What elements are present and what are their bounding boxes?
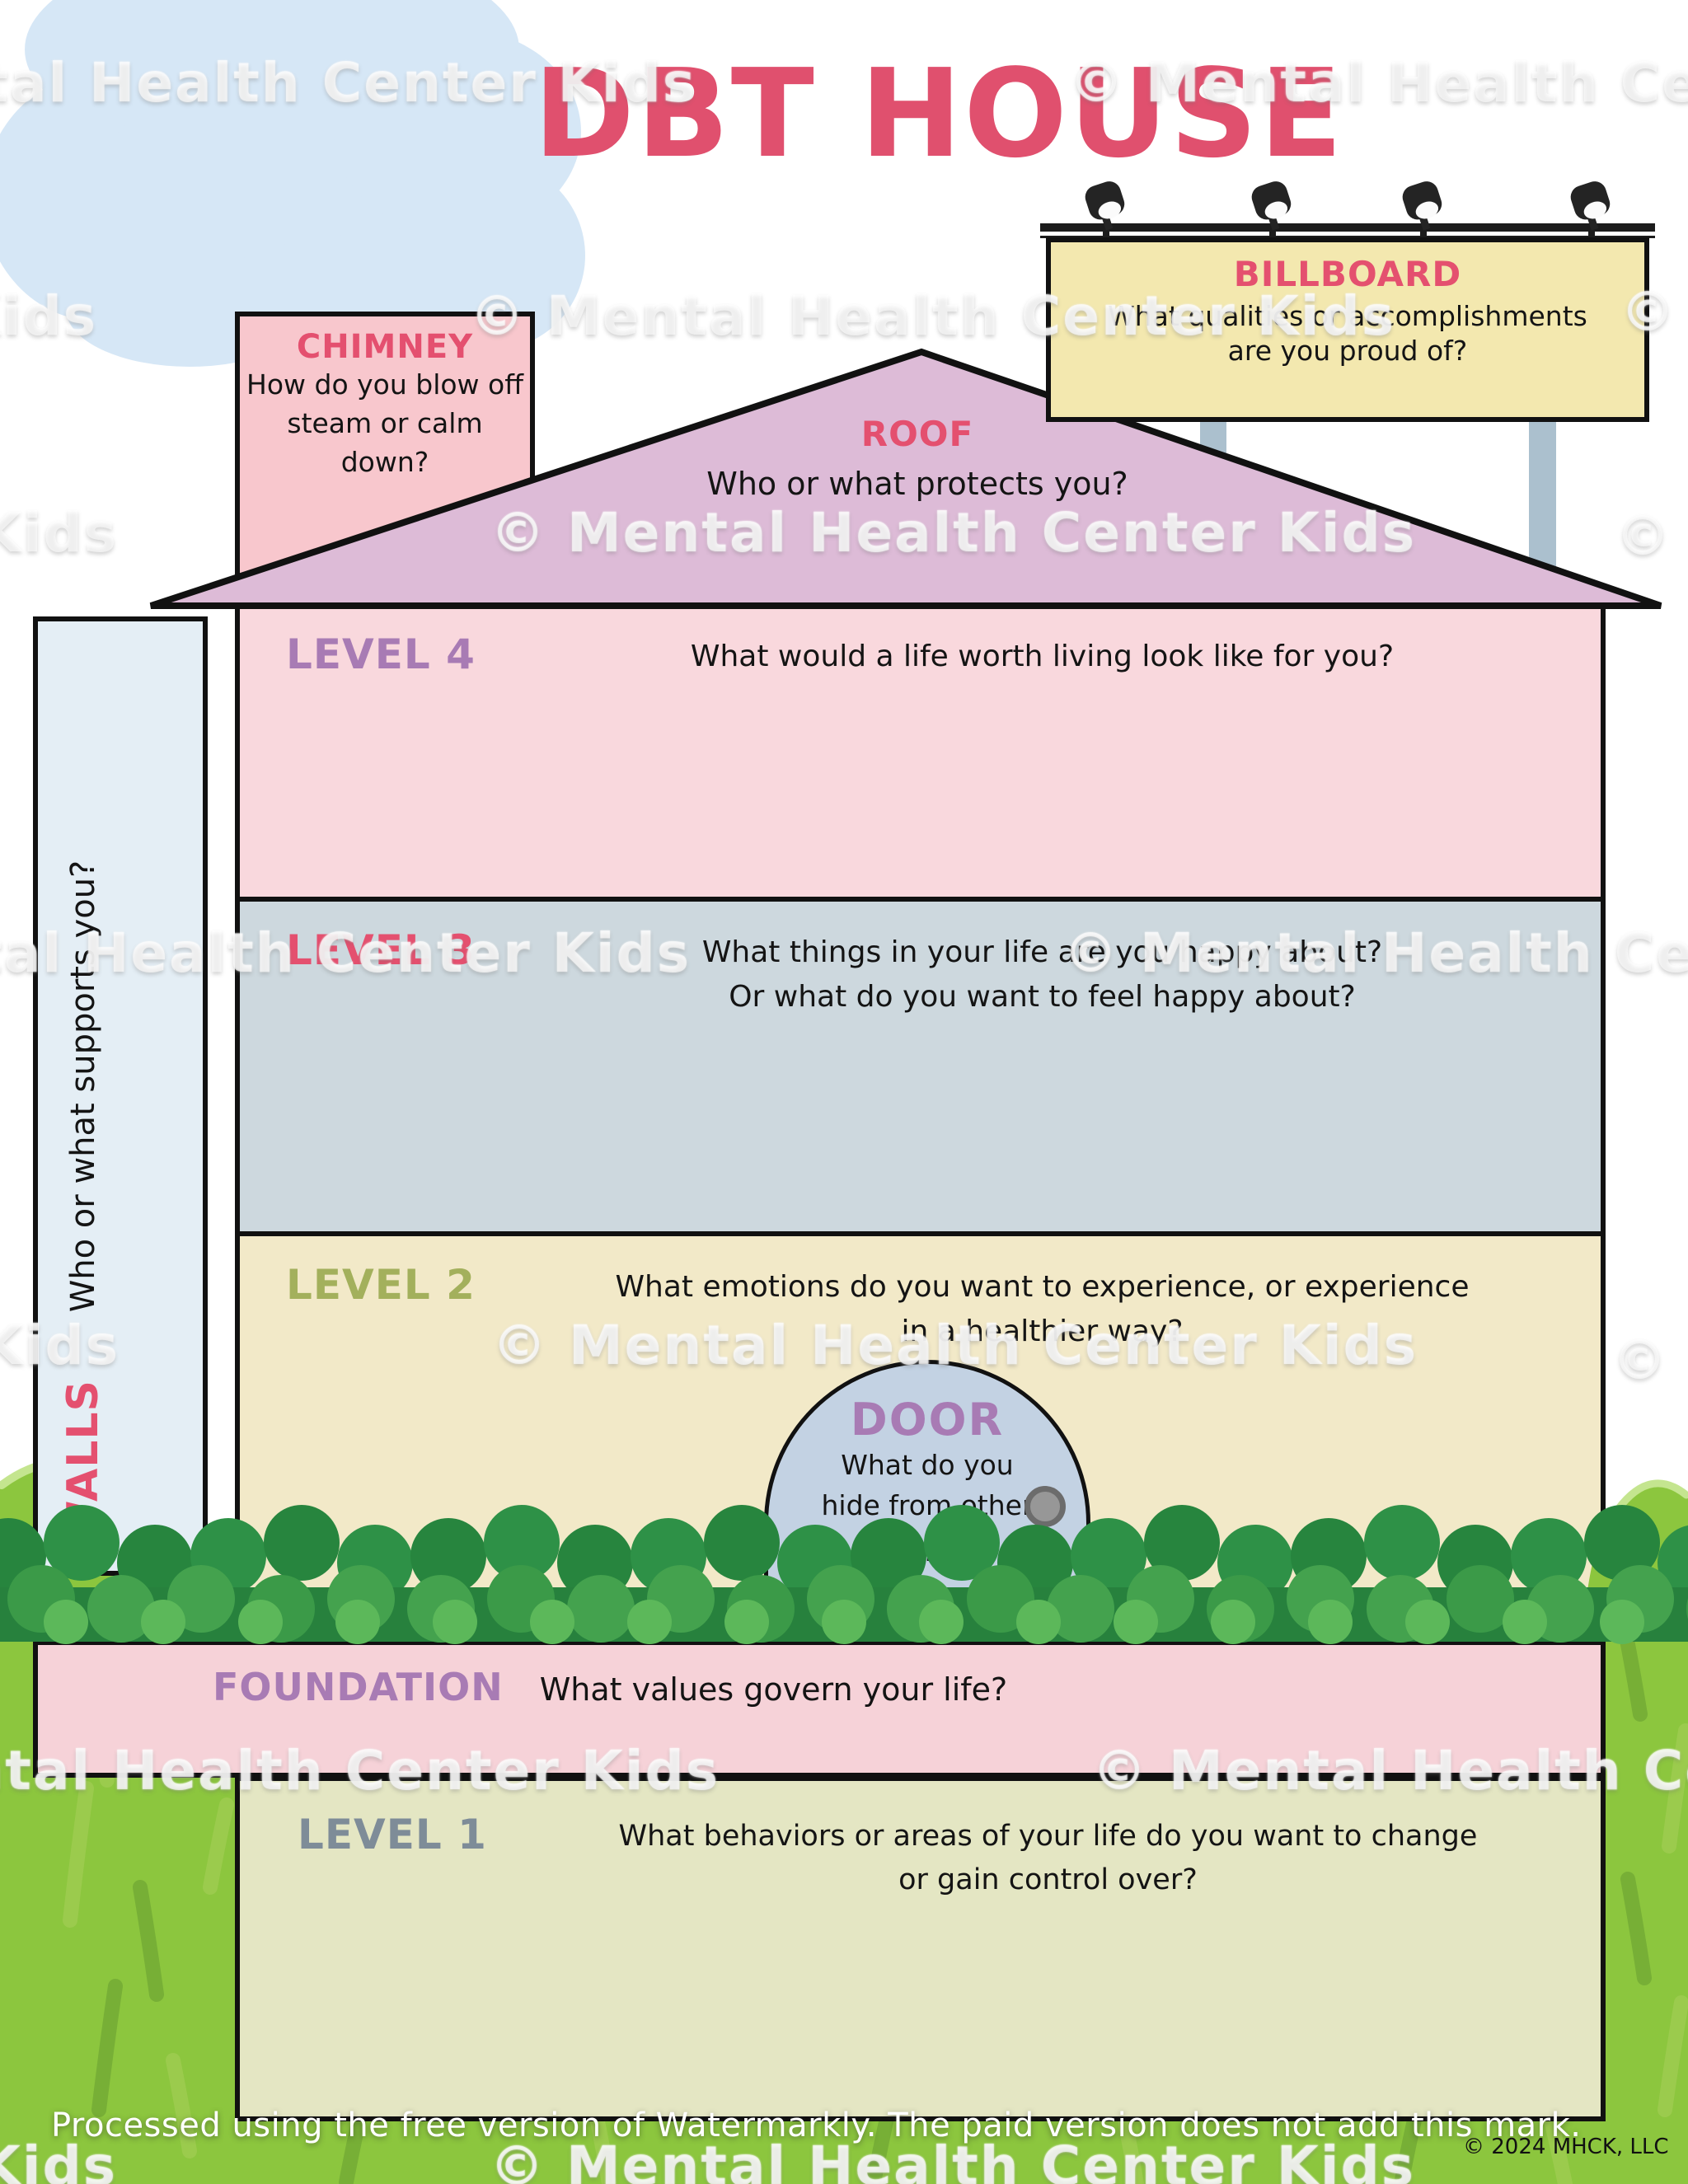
level-4-label: LEVEL 4 bbox=[286, 630, 476, 678]
roof-shape bbox=[149, 348, 1662, 609]
billboard-rail bbox=[1040, 223, 1655, 232]
foundation-box: FOUNDATION What values govern your life? bbox=[33, 1640, 1606, 1778]
walls-bar: WALLS Who or what supports you? bbox=[33, 616, 208, 1576]
level-2-label: LEVEL 2 bbox=[286, 1261, 476, 1309]
level-3-box: LEVEL 3 What things in your life are you… bbox=[240, 902, 1601, 1236]
watermark-copyright-icon: © bbox=[1612, 1329, 1668, 1392]
billboard-lamp-icon bbox=[1251, 181, 1292, 231]
foundation-label: FOUNDATION bbox=[213, 1665, 504, 1709]
billboard-post-right bbox=[1529, 422, 1556, 572]
level-2-question: What emotions do you want to experience,… bbox=[615, 1270, 1470, 1348]
billboard-label: BILLBOARD bbox=[1233, 254, 1462, 294]
level-4-question: What would a life worth living look like… bbox=[690, 640, 1395, 673]
level-3-question: What things in your life are you happy a… bbox=[701, 935, 1383, 1014]
door-question: hide from other bbox=[821, 1488, 1034, 1521]
walls-question: Who or what supports you? bbox=[64, 860, 102, 1313]
billboard-structure bbox=[1040, 181, 1655, 572]
billboard-lamp-icon bbox=[1570, 181, 1611, 231]
roof-question: Who or what protects you? bbox=[706, 466, 1128, 502]
level-1-label: LEVEL 1 bbox=[298, 1811, 487, 1858]
page-title: DBT HOUSE bbox=[533, 43, 1344, 185]
watermarkly-notice: Processed using the free version of Wate… bbox=[51, 2107, 1582, 2144]
level-1-box: LEVEL 1 What behaviors or areas of your … bbox=[235, 1776, 1606, 2121]
level-3-label: LEVEL 3 bbox=[286, 926, 476, 974]
level-1-question: What behaviors or areas of your life do … bbox=[618, 1820, 1478, 1896]
chimney-question: steam or calm down? bbox=[287, 406, 483, 478]
chimney-label: CHIMNEY bbox=[296, 328, 474, 366]
foundation-question: What values govern your life? bbox=[539, 1671, 1008, 1708]
bushes-illustration bbox=[0, 1505, 1688, 1644]
billboard-lamp-icon bbox=[1085, 181, 1125, 231]
door-knob bbox=[1025, 1486, 1066, 1527]
chimney-question: How do you blow off bbox=[246, 368, 523, 401]
level-4-box: LEVEL 4 What would a life worth living l… bbox=[240, 606, 1601, 902]
billboard-box: BILLBOARD What qualities or accomplishme… bbox=[1046, 237, 1649, 422]
copyright-notice: © 2024 MHCK, LLC bbox=[1463, 2135, 1669, 2159]
billboard-question: are you proud of? bbox=[1227, 335, 1468, 368]
billboard-question: What qualities or accomplishments bbox=[1108, 300, 1587, 332]
roof-label: ROOF bbox=[860, 414, 974, 454]
billboard-lamp-icon bbox=[1402, 181, 1442, 231]
door-question: What do you bbox=[841, 1449, 1014, 1481]
door-label: DOOR bbox=[850, 1394, 1005, 1446]
